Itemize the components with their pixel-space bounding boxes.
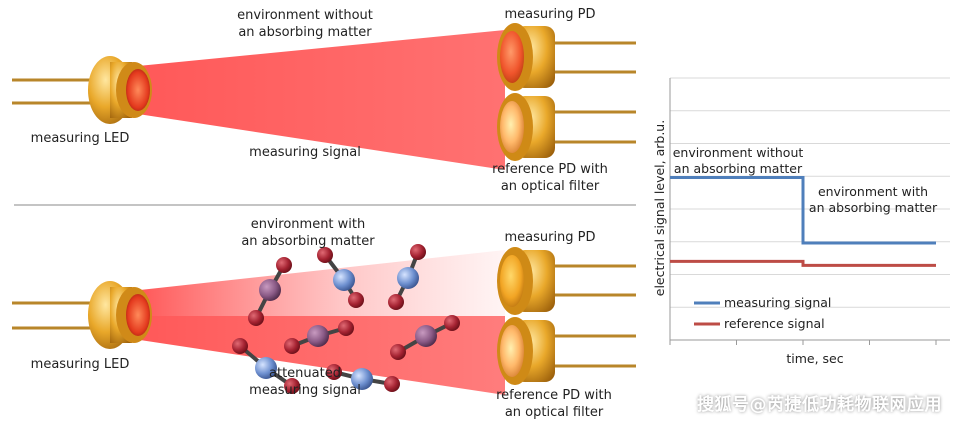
- molecule-atom: [444, 315, 460, 331]
- molecule-atom: [397, 267, 419, 289]
- bottom-signal-label: attenuated measuring signal: [240, 365, 370, 399]
- chart-legend: [694, 301, 720, 326]
- top-panel: [12, 23, 636, 170]
- absorbing-molecules: [232, 244, 460, 394]
- molecule-atom: [415, 325, 437, 347]
- molecule-atom: [307, 325, 329, 347]
- molecule-atom: [348, 292, 364, 308]
- measuring-led: [88, 56, 152, 124]
- measuring-signal-line: [670, 176, 936, 245]
- measuring-light-beam: [138, 30, 505, 170]
- molecule-atom: [388, 294, 404, 310]
- led-leads: [12, 78, 96, 105]
- molecule-atom: [276, 257, 292, 273]
- annotation-after-line-2: an absorbing matter: [808, 200, 938, 215]
- reference-signal-line: [670, 259, 936, 267]
- signal-chart: [669, 77, 950, 345]
- molecule-atom: [390, 344, 406, 360]
- top-pd-label: measuring PD: [504, 7, 596, 22]
- molecule-atom: [255, 357, 277, 379]
- top-environment-label: environment without an absorbing matter: [215, 7, 395, 41]
- top-environment-line-1: environment without: [237, 8, 373, 23]
- annotation-before-line-2: an absorbing matter: [673, 161, 803, 176]
- top-ref-label: reference PD with an optical filter: [480, 161, 620, 195]
- legend-label-measuring: measuring signal: [724, 295, 832, 310]
- bottom-environment-line-1: environment with: [250, 217, 366, 232]
- bottom-ref-line-1: reference PD with: [496, 388, 612, 403]
- chart-y-axis-label: electrical signal level, arb.u.: [652, 119, 667, 297]
- molecule-atom: [326, 364, 342, 380]
- led-leads: [12, 301, 96, 330]
- molecule-atom: [384, 376, 400, 392]
- legend-label-reference: reference signal: [724, 316, 825, 331]
- bottom-signal-line-2: measuring signal: [249, 383, 361, 398]
- watermark: 搜狐号@芮捷低功耗物联网应用: [697, 395, 942, 415]
- molecule-atom: [338, 320, 354, 336]
- molecule-atom: [248, 310, 264, 326]
- bottom-led-label: measuring LED: [30, 357, 130, 372]
- bottom-ref-line-2: an optical filter: [504, 405, 604, 420]
- bottom-environment-line-2: an absorbing matter: [241, 234, 375, 249]
- molecule-atom: [284, 378, 300, 394]
- bottom-panel: [12, 244, 636, 395]
- reference-pd-bottom: [497, 317, 636, 385]
- annotation-after-line-1: environment with: [817, 184, 929, 199]
- bottom-pd-label: measuring PD: [504, 230, 596, 245]
- reference-pd: [497, 93, 636, 161]
- measuring-pd: [497, 23, 636, 91]
- bottom-ref-label: reference PD with an optical filter: [484, 387, 624, 421]
- annotation-before-line-1: environment without: [672, 145, 804, 160]
- molecule-atom: [284, 338, 300, 354]
- top-ref-line-2: an optical filter: [500, 179, 600, 194]
- bottom-signal-line-1: attenuated: [269, 366, 341, 381]
- attenuated-beam-lower: [140, 316, 505, 395]
- top-environment-line-2: an absorbing matter: [238, 25, 372, 40]
- molecule-atom: [410, 244, 426, 260]
- bottom-environment-label: environment with an absorbing matter: [218, 216, 398, 250]
- molecule-atom: [351, 368, 373, 390]
- chart-axes: [669, 78, 950, 345]
- top-led-label: measuring LED: [30, 131, 130, 146]
- top-signal-label: measuring signal: [249, 145, 361, 160]
- molecule-atom: [259, 279, 281, 301]
- chart-series-group: [670, 176, 936, 267]
- molecule-atom: [232, 338, 248, 354]
- top-ref-line-1: reference PD with: [492, 162, 608, 177]
- measuring-pd-bottom: [497, 247, 636, 315]
- measuring-led-bottom: [88, 281, 152, 349]
- chart-x-axis-label: time, sec: [786, 351, 844, 366]
- molecule-atom: [333, 269, 355, 291]
- molecule-atom: [317, 247, 333, 263]
